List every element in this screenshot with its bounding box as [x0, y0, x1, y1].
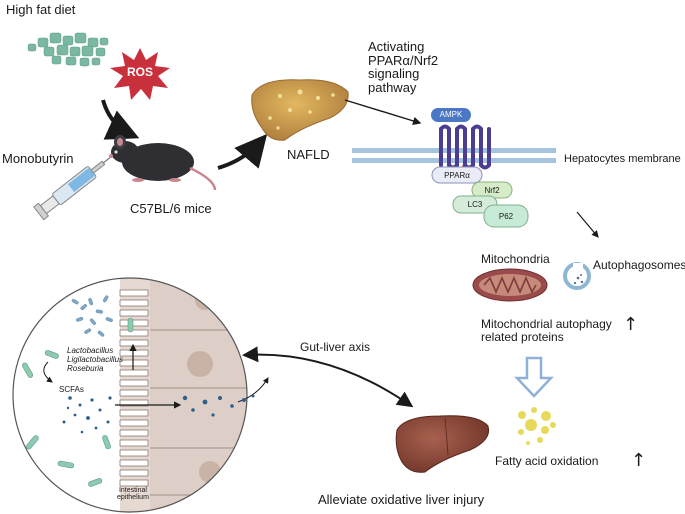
membrane-label: Hepatocytes membrane: [564, 153, 681, 165]
mito-up-arrow: ↑: [623, 314, 639, 335]
lactobacillus-label: Lactobacillus: [67, 346, 114, 355]
ppara-pill: PPARα: [444, 171, 470, 180]
mouse-icon: [109, 135, 217, 191]
gut-magnifier-icon: [12, 277, 248, 513]
lc3-pill: LC3: [467, 200, 483, 209]
healthy-liver-icon: [395, 415, 490, 473]
mitochondria-icon: [472, 268, 548, 302]
fatty-acid-up-arrow: ↑: [631, 450, 647, 471]
nrf2-pill: Nrf2: [484, 186, 500, 195]
hepatocyte-membrane: [352, 148, 556, 163]
fatty-liver-icon: [251, 79, 349, 141]
diet-pellets-icon: [27, 32, 109, 67]
autophagosome-icon: [563, 262, 591, 290]
monobutyrin-label: Monobutyrin: [2, 151, 74, 166]
gut-liver-axis-label: Gut-liver axis: [300, 340, 371, 354]
mitochondria-label: Mitochondria: [481, 252, 550, 266]
high-fat-diet-label: High fat diet: [6, 2, 76, 17]
pathway-label: Activating PPARα/Nrf2 signaling pathway: [368, 39, 439, 95]
roseburia-label: Roseburia: [67, 364, 104, 373]
alleviate-label: Alleviate oxidative liver injury: [318, 492, 485, 507]
fatty-acid-drops-icon: [518, 407, 556, 445]
intestinal-epithelium-label: Intestinal epithelium: [117, 487, 149, 502]
fatty-acid-oxidation-label: Fatty acid oxidation: [495, 454, 599, 468]
nafld-label: NAFLD: [287, 147, 330, 162]
mice-label: C57BL/6 mice: [130, 201, 212, 216]
ros-burst-icon: [110, 48, 170, 100]
mito-autophagy-label: Mitochondrial autophagy related proteins: [481, 317, 612, 344]
hollow-down-arrow: [514, 356, 554, 398]
ros-label: ROS: [127, 65, 154, 79]
receptor-icon: [439, 124, 491, 170]
ligilactobacillus-label: Ligilactobacillus: [67, 355, 124, 364]
syringe-icon: [33, 153, 116, 221]
p62-pill: P62: [498, 212, 514, 221]
scfas-label: SCFAs: [59, 385, 84, 394]
ampk-pill: AMPK: [439, 110, 463, 119]
autophagosomes-label: Autophagosomes: [593, 258, 685, 272]
